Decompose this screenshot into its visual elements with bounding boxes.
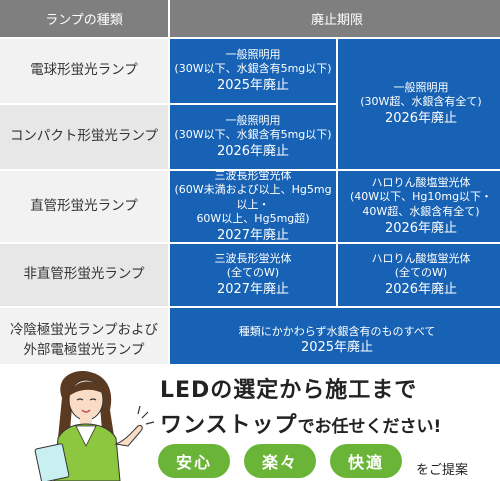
cell-straight-halophosphate-l3: 40W超、水銀含有全て) xyxy=(362,204,480,218)
row-label-bulb-text: 電球形蛍光ランプ xyxy=(30,62,138,79)
header-deadline: 廃止期限 xyxy=(170,0,500,37)
row-label-nonstraight-text: 非直管形蛍光ランプ xyxy=(23,266,145,283)
cell-bulb-low-l2: (30W以下、水銀含有5mg以下) xyxy=(174,62,332,76)
cell-straight-halophosphate-l1: ハロりん酸塩蛍光体 xyxy=(371,175,471,189)
cell-bulb-low: 一般照明用 (30W以下、水銀含有5mg以下) 2025年廃止 xyxy=(170,39,336,103)
cell-straight-halophosphate: ハロりん酸塩蛍光体 (40W以下、Hg10mg以下・ 40W超、水銀含有全て) … xyxy=(338,171,500,242)
cell-nonstraight-triband-l1: 三波長形蛍光体 xyxy=(214,251,292,265)
cell-straight-halophosphate-l2: (40W以下、Hg10mg以下・ xyxy=(349,190,493,204)
cell-nonstraight-halophosphate-l2: (全てのW) xyxy=(394,266,448,280)
cell-compact-low: 一般照明用 (30W以下、水銀含有5mg以下) 2026年廃止 xyxy=(170,105,336,169)
row-label-nonstraight: 非直管形蛍光ランプ xyxy=(0,244,168,306)
row-label-cold-cathode-line2: 外部電極蛍光ランプ xyxy=(23,342,145,358)
cell-nonstraight-triband: 三波長形蛍光体 (全てのW) 2027年廃止 xyxy=(170,244,336,306)
header-lamp-type-text: ランプの種類 xyxy=(45,13,123,28)
header-deadline-text: 廃止期限 xyxy=(310,13,363,28)
cell-bulb-low-year: 2025年廃止 xyxy=(216,77,290,93)
cell-straight-triband-l3: 60W以上、Hg5mg超) xyxy=(196,212,310,226)
row-label-cold-cathode-line1: 冷陰極蛍光ランプおよび xyxy=(9,322,159,339)
cell-high-merged-l2: (30W超、水銀含有全て) xyxy=(360,95,482,109)
row-label-compact-text: コンパクト形蛍光ランプ xyxy=(9,128,159,145)
cell-straight-triband-year: 2027年廃止 xyxy=(216,227,290,243)
cell-nonstraight-triband-year: 2027年廃止 xyxy=(216,281,290,297)
cell-cold-cathode-all-year: 2025年廃止 xyxy=(300,340,374,356)
cell-cold-cathode-all-l1: 種類にかかわらず水銀含有のものすべて xyxy=(238,324,436,338)
cell-nonstraight-halophosphate-l1: ハロりん酸塩蛍光体 xyxy=(371,251,471,265)
cell-cold-cathode-all: 種類にかかわらず水銀含有のものすべて 2025年廃止 xyxy=(170,308,500,374)
benefit-pills: 安心 楽々 快適 xyxy=(158,444,402,478)
headline-selection-to-installation: LEDの選定から施工まで xyxy=(160,378,418,403)
headline-one-stop: ワンストップでお任せください! xyxy=(160,407,441,439)
cell-high-merged-l1: 一般照明用 xyxy=(393,80,449,94)
cell-compact-low-l1: 一般照明用 xyxy=(225,113,281,127)
cell-nonstraight-halophosphate-year: 2026年廃止 xyxy=(384,281,458,297)
row-label-compact: コンパクト形蛍光ランプ xyxy=(0,105,168,169)
row-label-straight: 直管形蛍光ランプ xyxy=(0,171,168,242)
lamp-phaseout-table: ランプの種類 廃止期限 電球形蛍光ランプ コンパクト形蛍光ランプ 直管形蛍光ラン… xyxy=(0,0,500,374)
cell-straight-triband-l2: (60W未満および以上、Hg5mg以上・ xyxy=(174,183,332,211)
cell-high-merged-year: 2026年廃止 xyxy=(384,110,458,126)
cell-bulb-low-l1: 一般照明用 xyxy=(225,47,281,61)
row-label-straight-text: 直管形蛍光ランプ xyxy=(30,197,138,214)
headline-one-stop-big: ワンストップ xyxy=(160,413,298,438)
pill-easy: 楽々 xyxy=(244,444,316,478)
row-label-bulb: 電球形蛍光ランプ xyxy=(0,39,168,103)
pill-peace-of-mind: 安心 xyxy=(158,444,230,478)
cell-straight-halophosphate-year: 2026年廃止 xyxy=(384,220,458,236)
headline-one-stop-small: でお任せください! xyxy=(297,417,442,437)
cell-compact-low-l2: (30W以下、水銀含有5mg以下) xyxy=(174,128,332,142)
cell-nonstraight-halophosphate: ハロりん酸塩蛍光体 (全てのW) 2026年廃止 xyxy=(338,244,500,306)
cell-high-merged: 一般照明用 (30W超、水銀含有全て) 2026年廃止 xyxy=(338,39,500,169)
cell-compact-low-year: 2026年廃止 xyxy=(216,143,290,159)
pill-comfort: 快適 xyxy=(330,444,402,478)
presenter-illustration xyxy=(34,371,155,481)
cell-straight-triband: 三波長形蛍光体 (60W未満および以上、Hg5mg以上・ 60W以上、Hg5mg… xyxy=(170,168,336,243)
cell-straight-triband-l1: 三波長形蛍光体 xyxy=(214,168,292,182)
cell-nonstraight-triband-l2: (全てのW) xyxy=(226,266,280,280)
row-label-cold-cathode: 冷陰極蛍光ランプおよび 外部電極蛍光ランプ xyxy=(0,308,168,374)
promo-banner: LEDの選定から施工まで ワンストップでお任せください! 安心 楽々 快適 をご… xyxy=(0,364,500,481)
header-lamp-type: ランプの種類 xyxy=(0,0,168,37)
proposal-suffix: をご提案 xyxy=(416,463,469,478)
